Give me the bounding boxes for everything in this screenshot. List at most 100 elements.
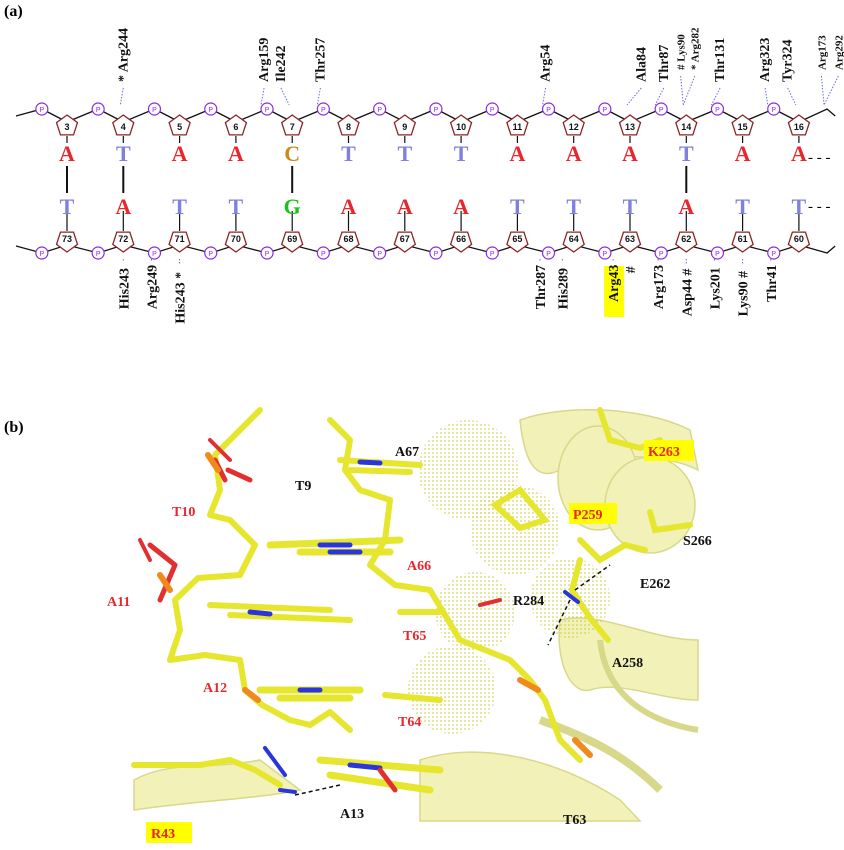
svg-text:64: 64 xyxy=(569,234,579,244)
label-p259: P259 xyxy=(573,508,603,523)
base-top-11: A xyxy=(509,141,525,166)
phosphate-top: P xyxy=(485,102,499,116)
sugar-top-11: 11 xyxy=(506,114,529,136)
phosphate-bottom: P xyxy=(204,246,218,260)
svg-text:P: P xyxy=(771,107,776,114)
svg-text:12: 12 xyxy=(569,122,579,132)
svg-text:11: 11 xyxy=(513,122,523,132)
residue-label-top: Arg173 xyxy=(816,35,828,70)
base-bottom-66: A xyxy=(453,194,469,219)
phosphate-bottom: P xyxy=(260,246,274,260)
base-top-14: T xyxy=(679,141,694,166)
svg-text:65: 65 xyxy=(512,234,522,244)
svg-text:P: P xyxy=(96,107,101,114)
svg-text:10: 10 xyxy=(456,122,466,132)
residue-label-top: Tyr324 xyxy=(781,39,796,82)
phosphate-bottom: P xyxy=(485,246,499,260)
residue-label-bottom: Arg43 xyxy=(607,265,622,302)
sugar-top-3: 3 xyxy=(55,114,79,136)
phosphate-top: P xyxy=(316,102,330,116)
base-bottom-60: T xyxy=(792,194,807,219)
sugar-bottom-69: 69 xyxy=(280,231,304,253)
base-bottom-71: T xyxy=(172,194,187,219)
svg-text:71: 71 xyxy=(175,234,185,244)
base-top-8: T xyxy=(341,141,356,166)
base-bottom-70: T xyxy=(229,194,244,219)
highlight-p259 xyxy=(569,503,617,524)
base-top-6: A xyxy=(228,141,244,166)
svg-text:66: 66 xyxy=(456,234,466,244)
phosphate-bottom: P xyxy=(710,246,725,260)
phosphate-top: P xyxy=(710,102,725,116)
sugar-bottom-72: 72 xyxy=(112,231,135,253)
sugar-top-6: 6 xyxy=(224,114,248,136)
svg-text:72: 72 xyxy=(118,234,128,244)
phosphate-top: P xyxy=(204,102,218,116)
base-top-16: A xyxy=(791,141,807,166)
svg-text:73: 73 xyxy=(62,234,72,244)
backbone-lines xyxy=(15,108,836,254)
base-top-10: T xyxy=(454,141,469,166)
svg-text:P: P xyxy=(40,251,45,258)
sugar-bottom-62: 62 xyxy=(675,231,698,253)
svg-text:P: P xyxy=(603,251,608,258)
base-bottom-61: T xyxy=(735,194,750,219)
svg-text:13: 13 xyxy=(625,122,635,132)
base-top-4: T xyxy=(116,141,131,166)
sugar-bottom-64: 64 xyxy=(562,231,585,253)
base-top-15: A xyxy=(735,141,751,166)
sugar-top-7: 7 xyxy=(280,114,304,136)
svg-text:P: P xyxy=(771,251,776,258)
svg-text:P: P xyxy=(546,251,551,258)
sugar-bottom-66: 66 xyxy=(449,231,473,253)
highlight-r43 xyxy=(146,822,192,843)
phosphate-bottom: P xyxy=(541,246,556,260)
phosphate-top: P xyxy=(654,102,668,116)
phosphate-top: P xyxy=(260,102,274,116)
svg-text:14: 14 xyxy=(681,122,691,132)
highlight-arg43 xyxy=(604,266,625,317)
label-e262: E262 xyxy=(640,577,670,592)
svg-text:P: P xyxy=(659,107,664,114)
residue-label-bottom: Lys90 # xyxy=(737,271,752,317)
sugar-top-13: 13 xyxy=(618,114,642,136)
phosphate-bottom: P xyxy=(767,246,781,260)
svg-text:P: P xyxy=(434,251,439,258)
svg-text:P: P xyxy=(546,107,551,114)
svg-text:P: P xyxy=(377,251,382,258)
phosphate-bottom: P xyxy=(598,246,612,260)
phosphate-top: P xyxy=(429,102,443,116)
base-bottom-72: A xyxy=(115,194,131,219)
svg-text:8: 8 xyxy=(346,122,351,132)
svg-text:6: 6 xyxy=(233,122,238,132)
label-t64: T64 xyxy=(398,715,421,730)
base-top-12: A xyxy=(566,141,582,166)
residue-label-top: * Arg244 xyxy=(116,28,131,82)
sugar-top-9: 9 xyxy=(393,114,417,136)
svg-text:P: P xyxy=(659,251,664,258)
residue-label-bottom: Asp44 # xyxy=(680,269,695,317)
svg-text:70: 70 xyxy=(231,234,241,244)
hydrogen-bonds xyxy=(294,564,611,796)
label-a11: A11 xyxy=(107,595,130,610)
sugar-top-16: 16 xyxy=(787,114,811,136)
label-t63: T63 xyxy=(563,813,586,828)
svg-text:P: P xyxy=(715,107,720,114)
base-top-13: A xyxy=(622,141,638,166)
svg-text:4: 4 xyxy=(121,122,126,132)
label-r43: R43 xyxy=(151,827,175,842)
sugar-bottom-65: 65 xyxy=(506,231,529,253)
svg-text:9: 9 xyxy=(402,122,407,132)
phosphate-top: P xyxy=(598,102,612,116)
residue-label-bottom: Thr287 xyxy=(534,265,549,309)
label-t9: T9 xyxy=(295,479,311,494)
phosphate-top: P xyxy=(91,102,105,116)
sugar-bottom-60: 60 xyxy=(787,231,811,253)
svg-text:P: P xyxy=(377,107,382,114)
highlight-k263 xyxy=(644,440,694,461)
svg-text:P: P xyxy=(208,107,213,114)
svg-text:P: P xyxy=(208,251,213,258)
base-bottom-62: A xyxy=(678,194,694,219)
base-bottom-65: T xyxy=(510,194,525,219)
